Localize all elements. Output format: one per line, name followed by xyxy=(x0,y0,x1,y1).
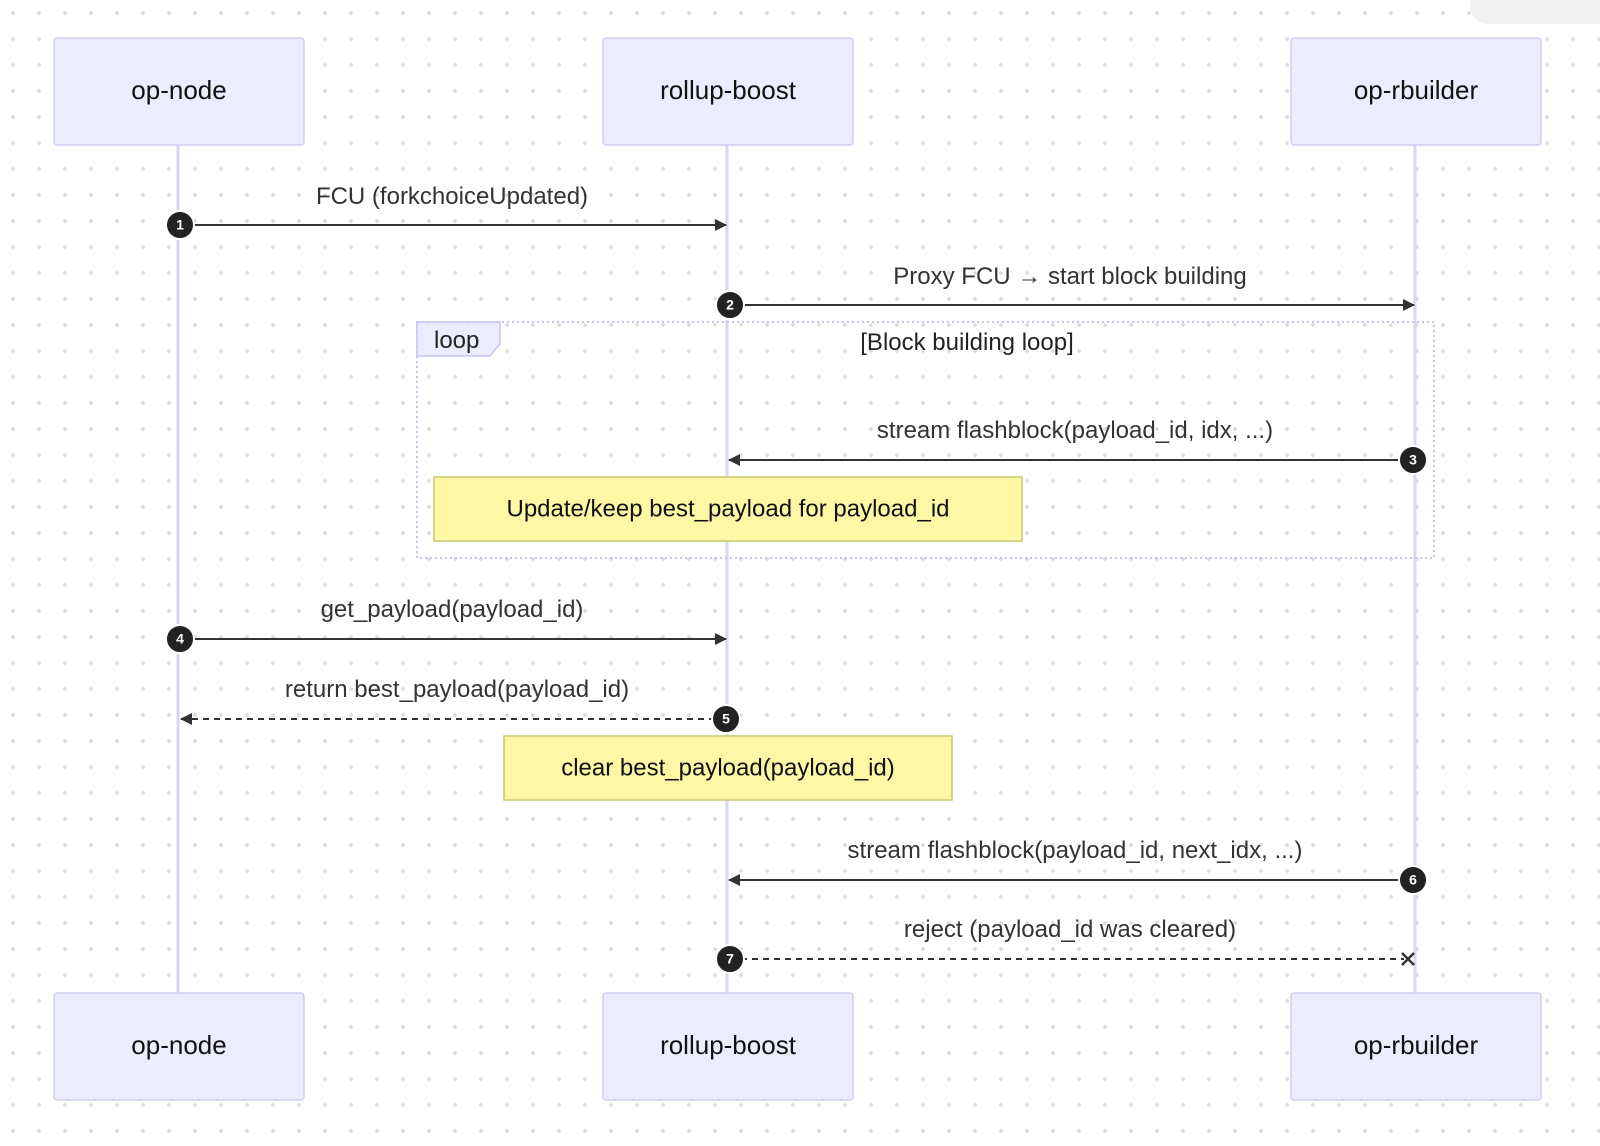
corner-tab xyxy=(1470,0,1600,24)
loop-condition: [Block building loop] xyxy=(860,329,1073,356)
message-label: return best_payload(payload_id) xyxy=(285,676,629,703)
actor-label: op-node xyxy=(131,75,226,105)
sequence-number-badge xyxy=(715,290,745,320)
loop-frame: loop [Block building loop] xyxy=(416,321,1435,559)
note-label: clear best_payload(payload_id) xyxy=(561,754,895,781)
sequence-number-badge xyxy=(1398,865,1428,895)
note-update-best-payload: Update/keep best_payload for payload_id xyxy=(433,476,1023,542)
sequence-number-badge xyxy=(165,210,195,240)
message-label: stream flashblock(payload_id, next_idx, … xyxy=(848,837,1303,864)
message-label: Proxy FCU → start block building xyxy=(893,263,1246,290)
actor-rollup-boost-bottom[interactable]: rollup-boost xyxy=(602,992,854,1101)
note-clear-best-payload: clear best_payload(payload_id) xyxy=(503,735,953,801)
message-label: get_payload(payload_id) xyxy=(321,596,584,623)
svg-text:7: 7 xyxy=(726,951,734,967)
actor-op-node-bottom[interactable]: op-node xyxy=(53,992,305,1101)
message-6-stream-flashblock-next: stream flashblock(payload_id, next_idx, … xyxy=(728,837,1428,895)
svg-text:3: 3 xyxy=(1409,452,1417,468)
message-label: reject (payload_id was cleared) xyxy=(904,916,1236,943)
actor-rollup-boost-top[interactable]: rollup-boost xyxy=(602,37,854,146)
note-label: Update/keep best_payload for payload_id xyxy=(507,495,950,522)
svg-text:5: 5 xyxy=(722,711,730,727)
message-label: stream flashblock(payload_id, idx, ...) xyxy=(877,417,1273,444)
actor-label: rollup-boost xyxy=(660,75,797,105)
actor-op-node-top[interactable]: op-node xyxy=(53,37,305,146)
message-7-reject: reject (payload_id was cleared) 7 xyxy=(715,916,1415,974)
loop-keyword: loop xyxy=(434,327,479,354)
message-5-return-best-payload: return best_payload(payload_id) 5 xyxy=(180,676,741,734)
svg-text:4: 4 xyxy=(176,631,184,647)
actor-label: rollup-boost xyxy=(660,1030,797,1060)
svg-text:1: 1 xyxy=(176,217,184,233)
actor-op-rbuilder-top[interactable]: op-rbuilder xyxy=(1290,37,1542,146)
message-label: FCU (forkchoiceUpdated) xyxy=(316,183,588,210)
sequence-number-badge xyxy=(1398,445,1428,475)
actor-label: op-rbuilder xyxy=(1354,75,1479,105)
sequence-number-badge xyxy=(711,704,741,734)
sequence-number-badge xyxy=(715,944,745,974)
message-3-stream-flashblock: stream flashblock(payload_id, idx, ...) … xyxy=(728,417,1428,475)
actor-label: op-rbuilder xyxy=(1354,1030,1479,1060)
message-4-get-payload: get_payload(payload_id) 4 xyxy=(165,596,727,654)
sequence-number-badge xyxy=(165,624,195,654)
message-2-proxy-fcu: Proxy FCU → start block building 2 xyxy=(715,263,1415,320)
actor-label: op-node xyxy=(131,1030,226,1060)
svg-text:2: 2 xyxy=(726,297,734,313)
message-1-fcu: FCU (forkchoiceUpdated) 1 xyxy=(165,183,727,240)
cross-arrowhead-icon xyxy=(1401,952,1415,966)
actor-op-rbuilder-bottom[interactable]: op-rbuilder xyxy=(1290,992,1542,1101)
svg-text:6: 6 xyxy=(1409,872,1417,888)
